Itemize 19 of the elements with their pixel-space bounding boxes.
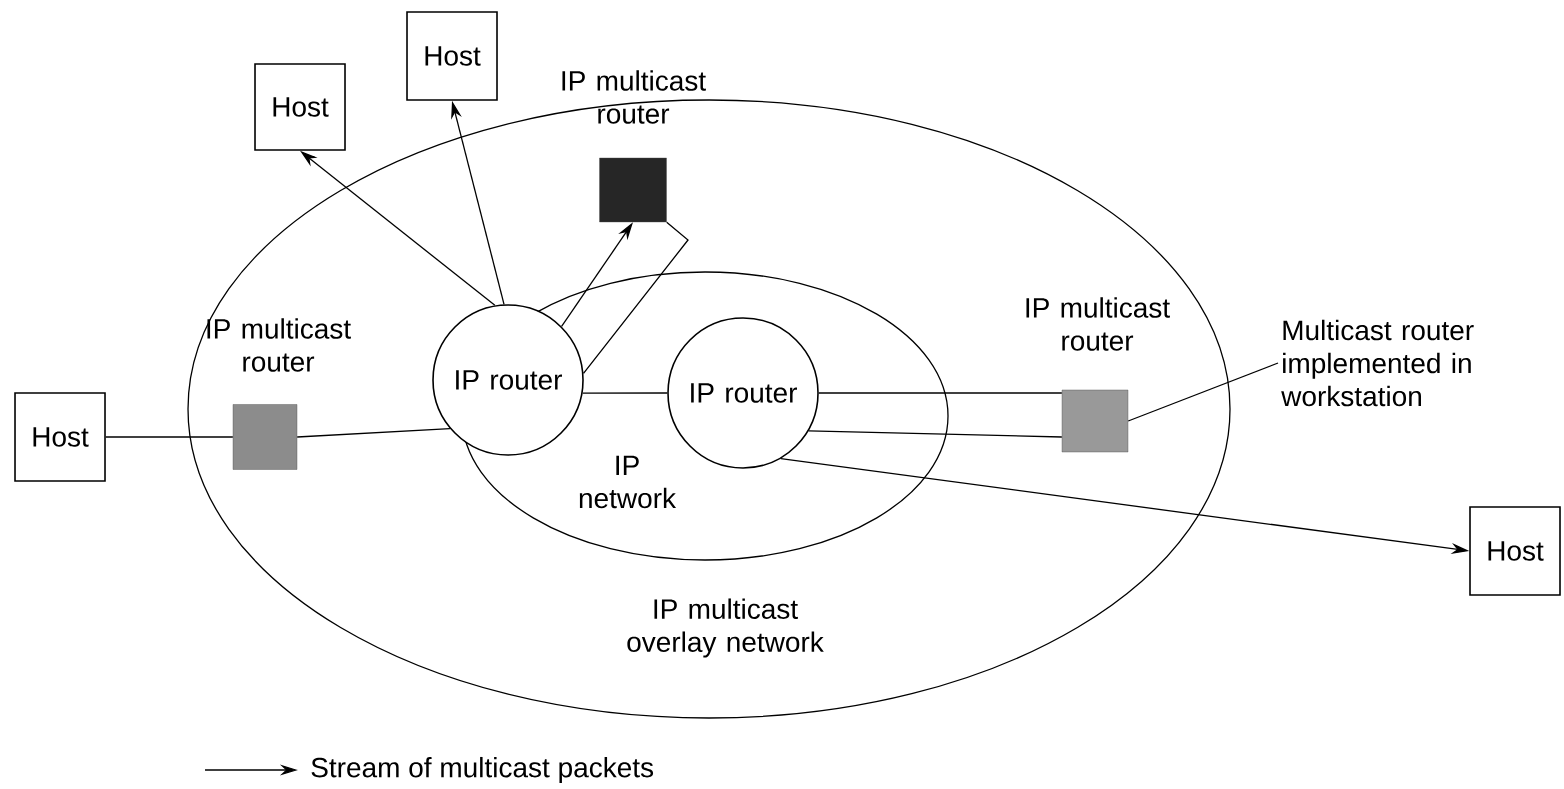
host-box: Host <box>406 11 498 101</box>
connector-line <box>105 436 234 438</box>
legend-text: Stream of multicast packets <box>311 756 654 784</box>
host-box: Host <box>1469 506 1561 596</box>
connector-line <box>582 221 689 375</box>
node-label: IP multicast router <box>562 70 706 124</box>
note-text: Multicast router implemented in workstation <box>1281 319 1474 407</box>
router-square: IP multicast router <box>1026 297 1170 453</box>
node-label: IP multicast router <box>207 318 351 372</box>
leader-line <box>1127 362 1279 422</box>
router-square: IP multicast router <box>207 318 351 470</box>
connector-line <box>818 392 1063 394</box>
host-box: Host <box>254 63 346 151</box>
router-square: IP multicast router <box>562 70 706 223</box>
host-box: Host <box>14 392 106 482</box>
connector-line <box>808 430 1063 438</box>
connector-line <box>582 392 668 394</box>
node-label: IP multicast router <box>1026 297 1170 351</box>
connector-line <box>296 428 451 438</box>
